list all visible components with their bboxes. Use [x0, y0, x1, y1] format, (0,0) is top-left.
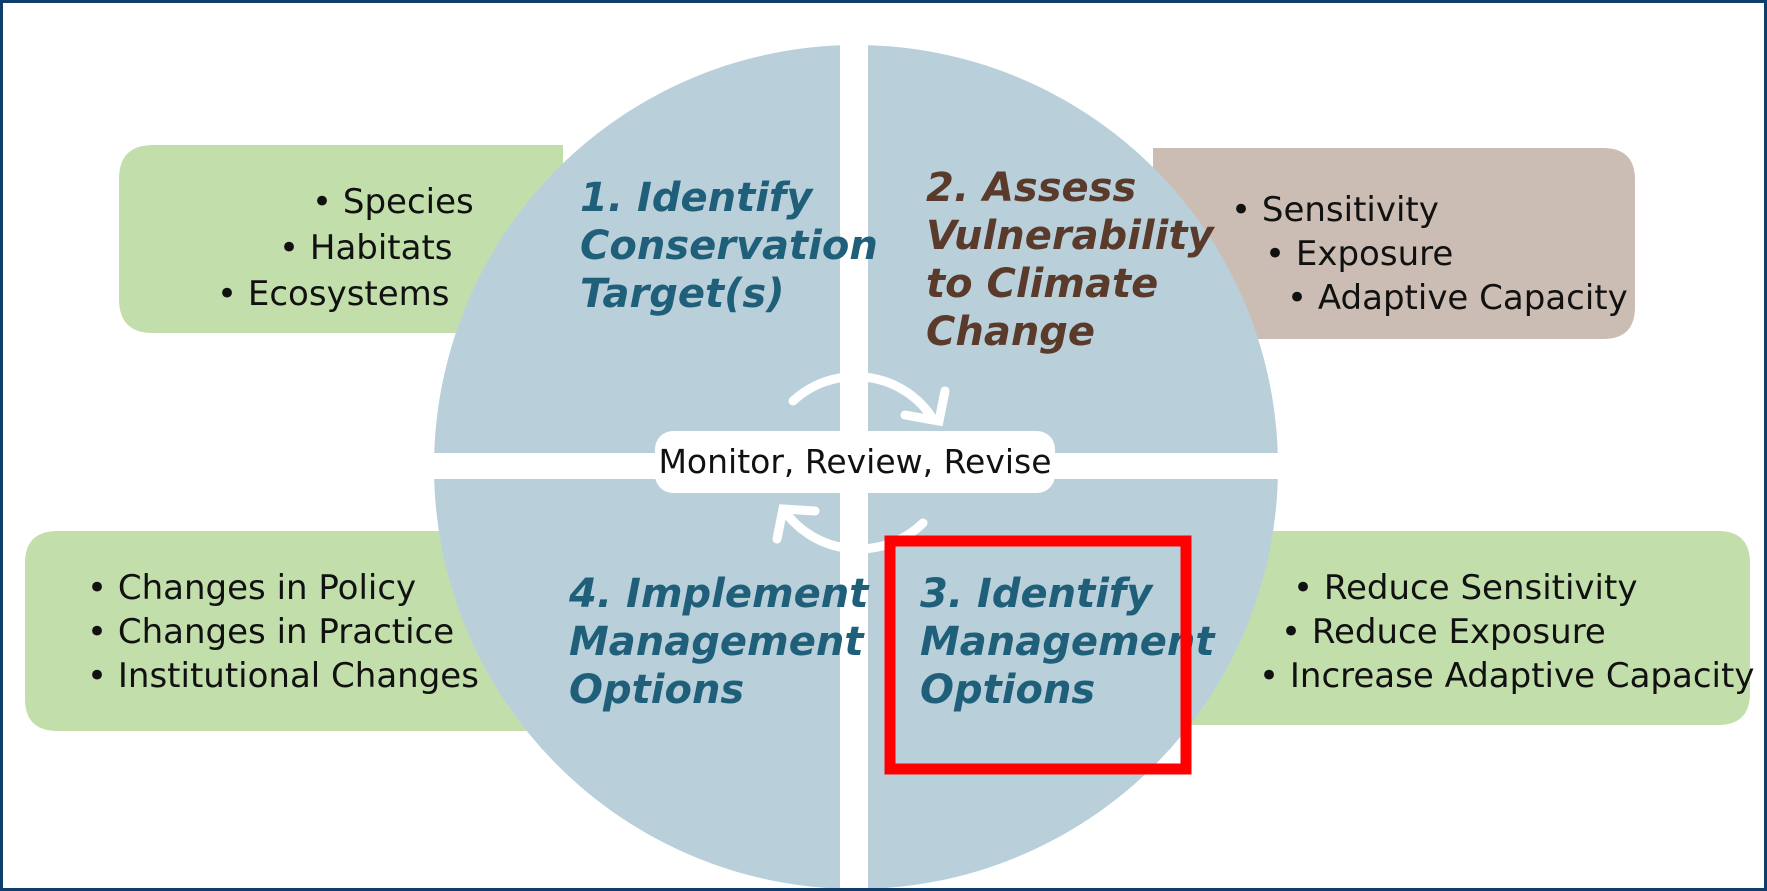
list-item: • Changes in Practice [87, 612, 454, 652]
quadrant-4-title: 4. Implement Management Options [568, 571, 882, 713]
list-item: • Sensitivity [1231, 190, 1439, 230]
list-item: • Changes in Policy [87, 568, 416, 608]
quadrant-2-title: 2. Assess Vulnerability to Climate Chang… [926, 165, 1227, 355]
diagram-frame: Monitor, Review, Revise 1. Identify Cons… [3, 3, 1764, 888]
panel-implementation [25, 531, 563, 731]
list-item: • Institutional Changes [87, 656, 479, 696]
quadrant-3-title: 3. Identify Management Options [920, 571, 1228, 713]
list-item: • Reduce Exposure [1281, 612, 1606, 652]
list-item: • Habitats [279, 228, 453, 268]
targets-bullet-list: • Species • Habitats • Ecosystems [217, 182, 474, 314]
center-label-box [655, 431, 1055, 493]
vulnerability-bullet-list: • Sensitivity • Exposure • Adaptive Capa… [1231, 190, 1628, 318]
management-options-bullet-list: • Reduce Sensitivity • Reduce Exposure •… [1259, 568, 1754, 696]
implementation-bullet-list: • Changes in Policy • Changes in Practic… [87, 568, 479, 696]
panel-vulnerability [1153, 148, 1635, 339]
quadrant-1-title: 1. Identify Conservation Target(s) [580, 175, 892, 317]
highlight-box [884, 535, 1192, 775]
list-item: • Species [312, 182, 474, 222]
center-label: Monitor, Review, Revise [658, 442, 1051, 481]
list-item: • Exposure [1265, 234, 1453, 274]
list-item: • Ecosystems [217, 274, 449, 314]
panel-targets [119, 145, 563, 333]
list-item: • Reduce Sensitivity [1293, 568, 1637, 608]
adaptation-cycle-diagram: Monitor, Review, Revise 1. Identify Cons… [25, 33, 1754, 888]
list-item: • Increase Adaptive Capacity [1259, 656, 1754, 696]
list-item: • Adaptive Capacity [1287, 278, 1628, 318]
panel-management-options [1153, 531, 1750, 725]
